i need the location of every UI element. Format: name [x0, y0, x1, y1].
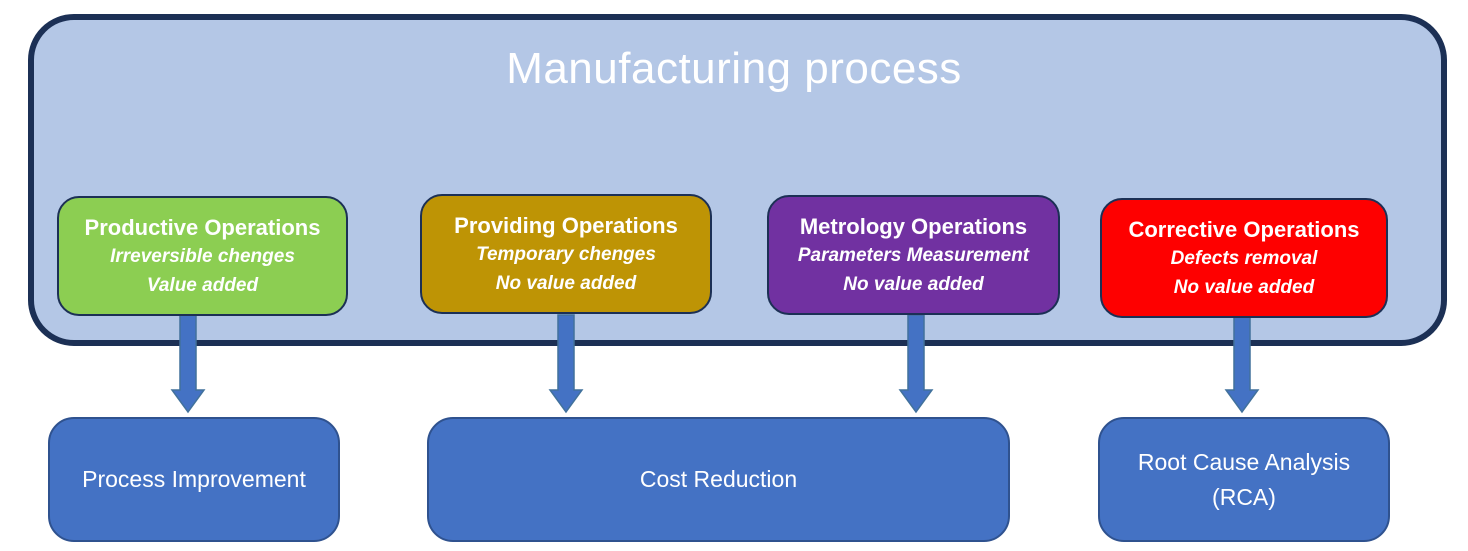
- operation-subtitle-1: Temporary chenges: [476, 244, 656, 266]
- operation-box-metrology: Metrology Operations Parameters Measurem…: [767, 195, 1060, 315]
- operation-box-corrective: Corrective Operations Defects removal No…: [1100, 198, 1388, 318]
- outcome-box-root-cause-analysis: Root Cause Analysis (RCA): [1098, 417, 1390, 542]
- operation-title: Providing Operations: [454, 212, 678, 238]
- operation-title: Productive Operations: [84, 214, 321, 240]
- outcome-label: Cost Reduction: [639, 466, 798, 493]
- operation-subtitle-1: Parameters Measurement: [797, 245, 1030, 267]
- outcome-label: Process Improvement: [82, 466, 306, 493]
- outcome-box-cost-reduction: Cost Reduction: [427, 417, 1010, 542]
- diagram-title: Manufacturing process: [506, 44, 962, 93]
- operation-subtitle-2: No value added: [495, 272, 637, 294]
- operation-subtitle-1: Irreversible chenges: [110, 246, 295, 268]
- outcome-label: Root Cause Analysis (RCA): [1137, 449, 1351, 510]
- outcome-box-process-improvement: Process Improvement: [48, 417, 340, 542]
- operation-box-providing: Providing Operations Temporary chenges N…: [420, 194, 712, 314]
- operation-box-productive: Productive Operations Irreversible cheng…: [57, 196, 348, 316]
- operation-title: Metrology Operations: [799, 213, 1028, 239]
- operation-subtitle-2: Value added: [146, 274, 259, 296]
- operation-title: Corrective Operations: [1128, 216, 1360, 242]
- operation-subtitle-1: Defects removal: [1170, 248, 1318, 270]
- operation-subtitle-2: No value added: [843, 273, 984, 295]
- operation-subtitle-2: No value added: [1173, 276, 1315, 298]
